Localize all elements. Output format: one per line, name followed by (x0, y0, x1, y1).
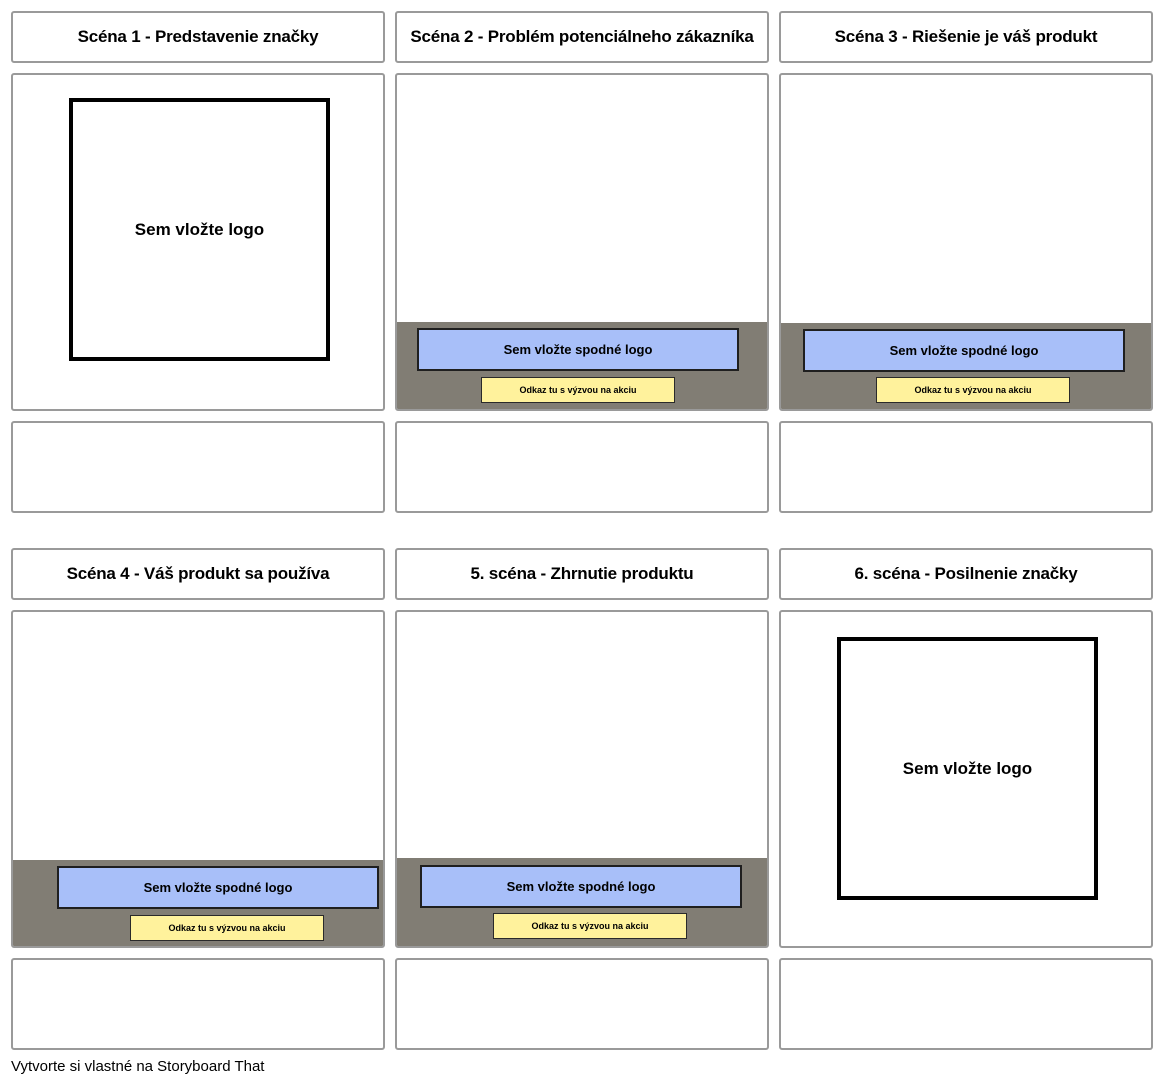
scene-6-title: 6. scéna - Posilnenie značky (779, 548, 1153, 600)
bottom-logo-placeholder: Sem vložte spodné logo (57, 866, 379, 909)
bottom-logo-placeholder: Sem vložte spodné logo (420, 865, 742, 908)
scene-5-caption-box[interactable] (395, 958, 769, 1050)
bottom-logo-label: Sem vložte spodné logo (143, 880, 293, 895)
bottom-logo-placeholder: Sem vložte spodné logo (417, 328, 739, 371)
scene-3-caption-box[interactable] (779, 421, 1153, 513)
scene-3-cell[interactable]: Sem vložte spodné logo Odkaz tu s výzvou… (779, 73, 1153, 411)
scene-1-caption-box[interactable] (11, 421, 385, 513)
cta-label: Odkaz tu s výzvou na akciu (519, 385, 637, 395)
scene-4-caption-box[interactable] (11, 958, 385, 1050)
storyboard-that-credit[interactable]: Vytvorte si vlastné na Storyboard That (11, 1058, 265, 1075)
scene-2-caption-box[interactable] (395, 421, 769, 513)
cta-placeholder: Odkaz tu s výzvou na akciu (493, 913, 687, 939)
bottom-band: Sem vložte spodné logo Odkaz tu s výzvou… (781, 323, 1151, 409)
scene-2-cell[interactable]: Sem vložte spodné logo Odkaz tu s výzvou… (395, 73, 769, 411)
cta-label: Odkaz tu s výzvou na akciu (168, 923, 286, 933)
bottom-band: Sem vložte spodné logo Odkaz tu s výzvou… (397, 322, 767, 409)
bottom-logo-label: Sem vložte spodné logo (889, 343, 1039, 358)
cta-placeholder: Odkaz tu s výzvou na akciu (130, 915, 324, 941)
scene-6-caption-box[interactable] (779, 958, 1153, 1050)
cta-placeholder: Odkaz tu s výzvou na akciu (481, 377, 675, 403)
scene-5-cell[interactable]: Sem vložte spodné logo Odkaz tu s výzvou… (395, 610, 769, 948)
bottom-logo-placeholder: Sem vložte spodné logo (803, 329, 1125, 372)
bottom-band: Sem vložte spodné logo Odkaz tu s výzvou… (397, 858, 767, 946)
logo-placeholder: Sem vložte logo (837, 637, 1098, 900)
scene-1-title: Scéna 1 - Predstavenie značky (11, 11, 385, 63)
scene-2-title: Scéna 2 - Problém potenciálneho zákazník… (395, 11, 769, 63)
logo-placeholder-label: Sem vložte logo (134, 219, 265, 239)
logo-placeholder: Sem vložte logo (69, 98, 330, 361)
scene-6-cell[interactable]: Sem vložte logo (779, 610, 1153, 948)
bottom-logo-label: Sem vložte spodné logo (503, 342, 653, 357)
scene-3-title: Scéna 3 - Riešenie je váš produkt (779, 11, 1153, 63)
cta-label: Odkaz tu s výzvou na akciu (914, 385, 1032, 395)
logo-placeholder-label: Sem vložte logo (902, 758, 1033, 778)
bottom-band: Sem vložte spodné logo Odkaz tu s výzvou… (13, 860, 383, 946)
scene-5-title: 5. scéna - Zhrnutie produktu (395, 548, 769, 600)
scene-4-cell[interactable]: Sem vložte spodné logo Odkaz tu s výzvou… (11, 610, 385, 948)
bottom-logo-label: Sem vložte spodné logo (506, 879, 656, 894)
cta-label: Odkaz tu s výzvou na akciu (531, 921, 649, 931)
scene-4-title: Scéna 4 - Váš produkt sa používa (11, 548, 385, 600)
cta-placeholder: Odkaz tu s výzvou na akciu (876, 377, 1070, 403)
scene-1-cell[interactable]: Sem vložte logo (11, 73, 385, 411)
